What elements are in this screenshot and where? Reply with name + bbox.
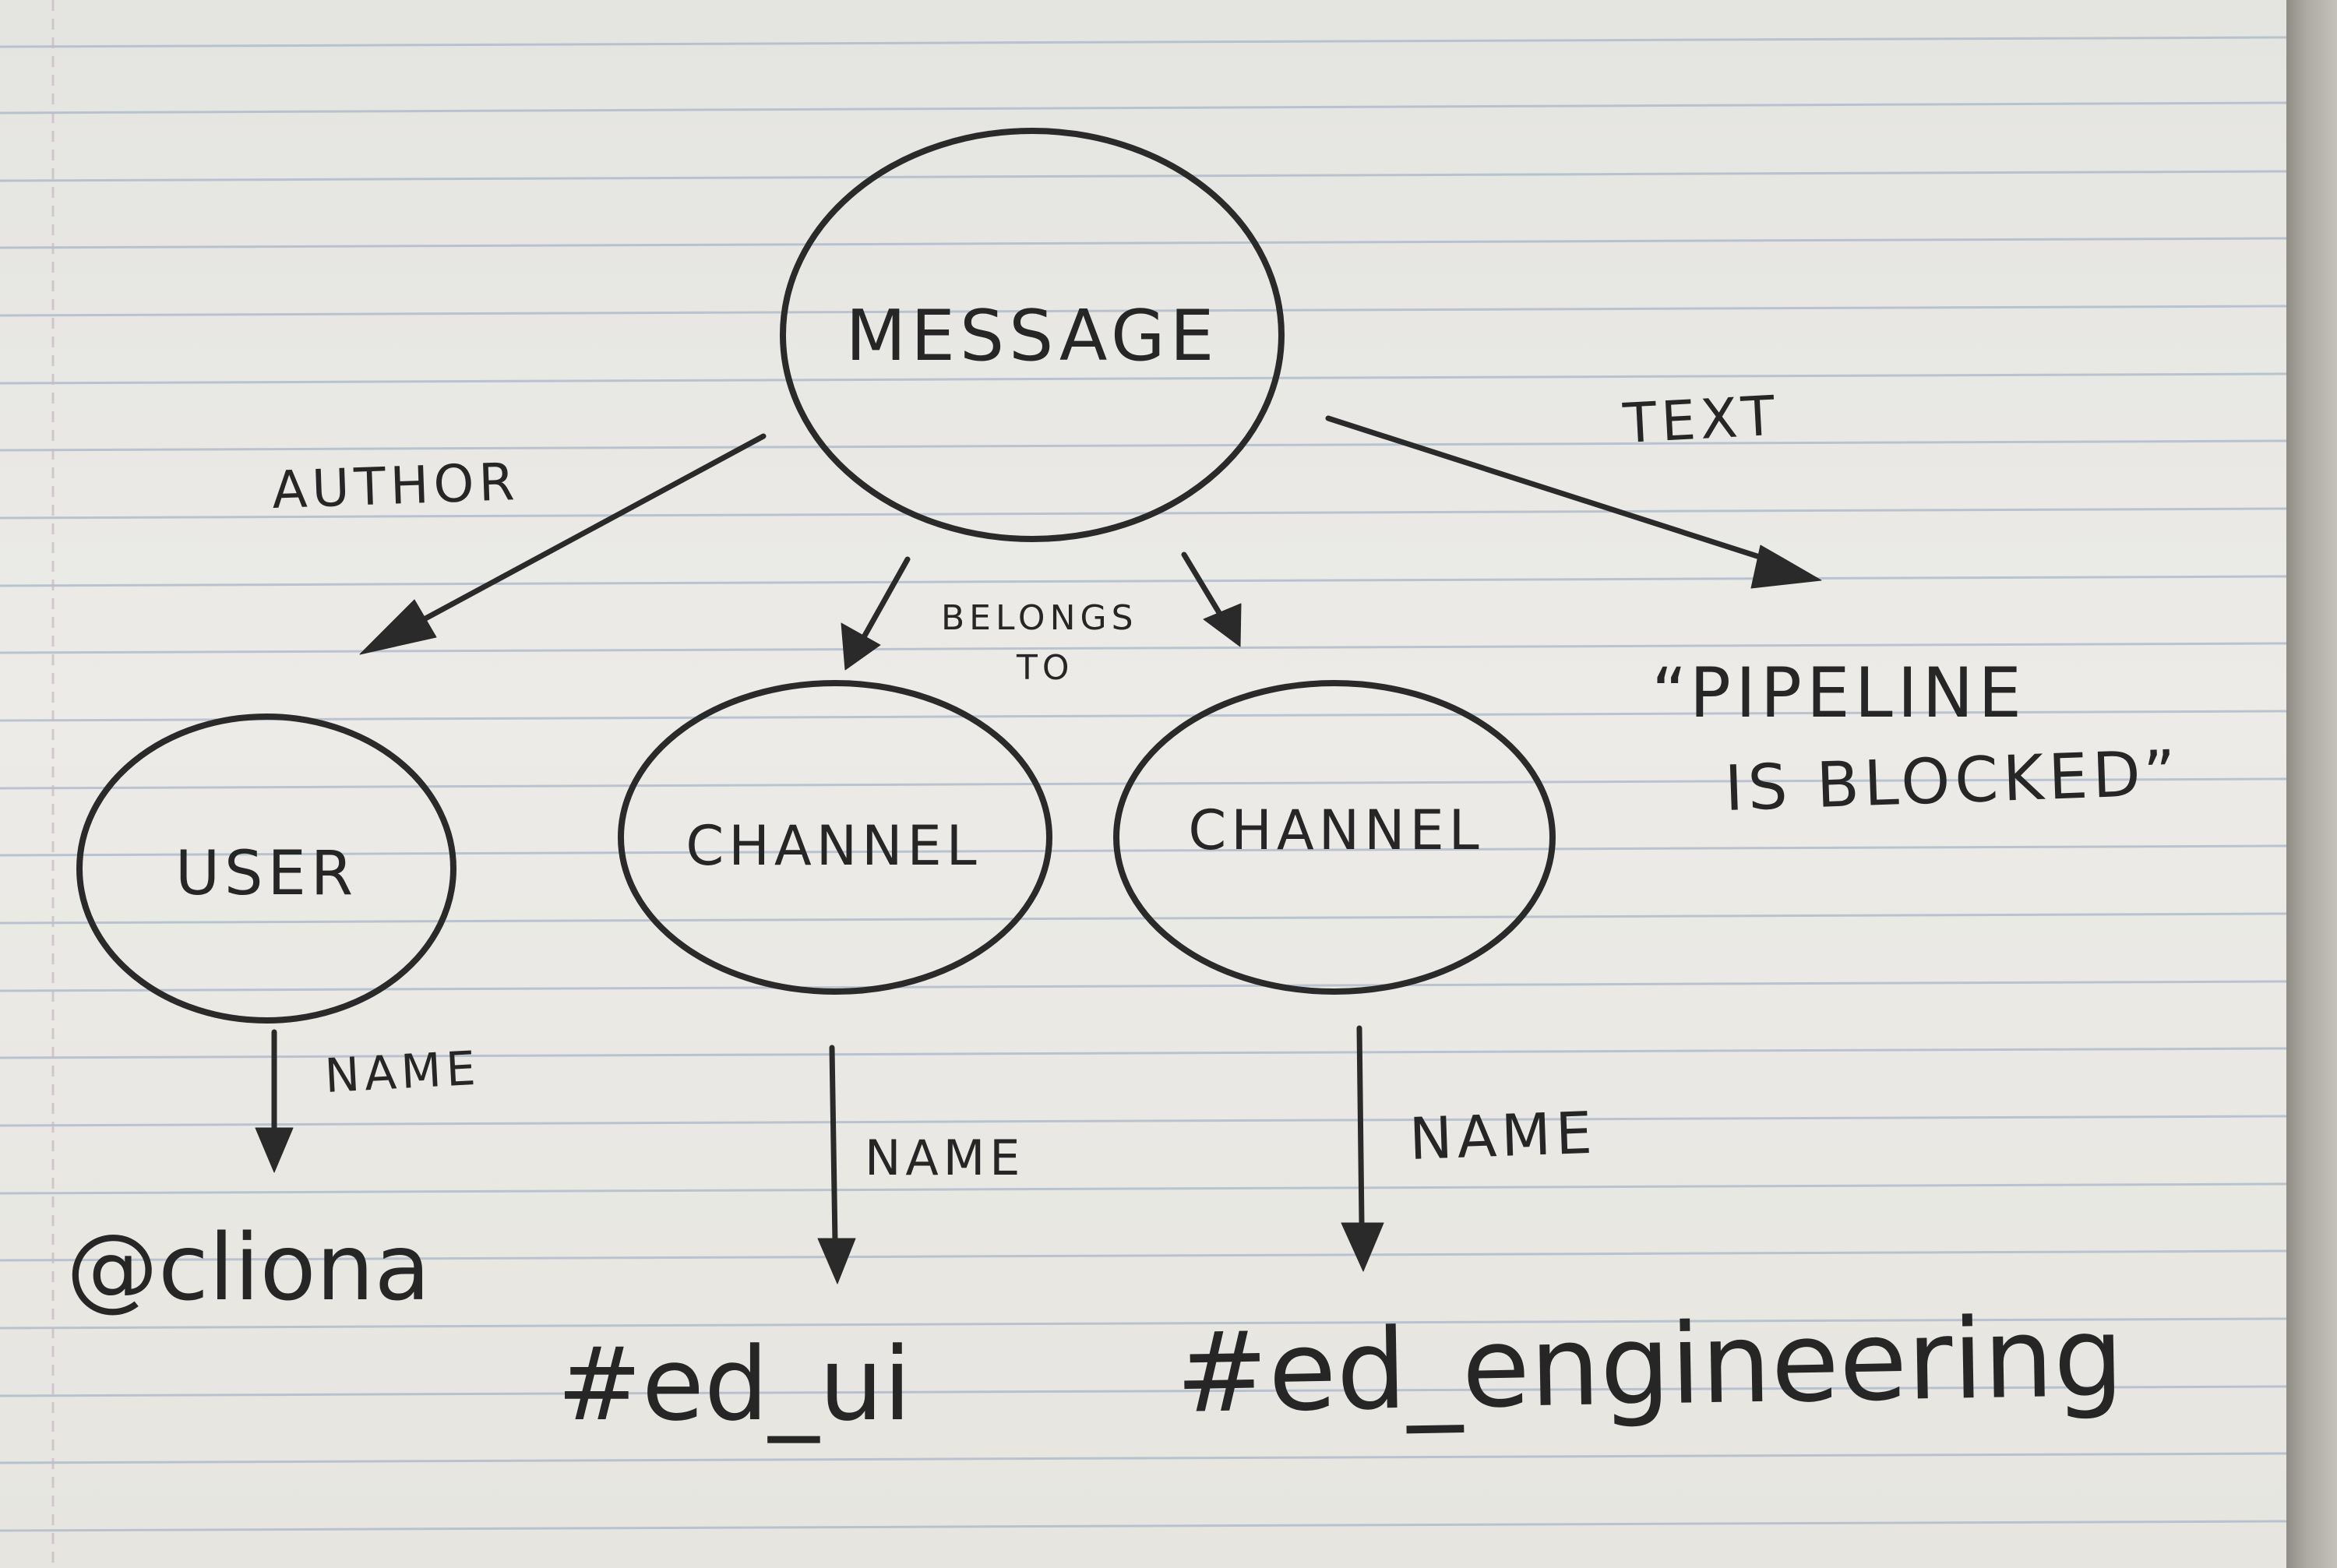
message-node-label: MESSAGE	[845, 295, 1218, 377]
belongs-to-right-arrowhead	[1203, 603, 1242, 647]
channel-right-node-label: CHANNEL	[1188, 798, 1483, 862]
channel-right-name-arrowhead	[1341, 1222, 1384, 1272]
channel-left-node	[618, 680, 1052, 995]
channel-right-handle: #ed_engineering	[1175, 1293, 2125, 1438]
channel-right-node	[1113, 680, 1556, 995]
channel-left-name-arrowhead	[817, 1238, 856, 1284]
text-arrowhead	[1750, 544, 1822, 589]
author-edge	[385, 433, 767, 642]
belongs-to-left-arrowhead	[841, 622, 881, 671]
ruled-lines	[0, 36, 2286, 1532]
channel-right-name-edge-label: NAME	[1408, 1100, 1598, 1173]
channel-left-handle: #ed_ui	[557, 1325, 911, 1443]
user-name-edge-label: NAME	[323, 1041, 481, 1104]
channel-left-node-label: CHANNEL	[686, 814, 981, 878]
message-node	[780, 128, 1285, 542]
user-node-label: USER	[175, 839, 358, 909]
user-name-arrowhead	[255, 1127, 294, 1173]
page-edge	[2286, 0, 2337, 1568]
author-edge-label: AUTHOR	[271, 452, 520, 520]
text-edge-label: TEXT	[1621, 384, 1781, 456]
user-node	[76, 714, 456, 1024]
belongs-to-left-edge	[858, 556, 911, 646]
text-value-line1: “PIPELINE	[1651, 653, 2026, 733]
belongs-edge-label: BELONGS	[941, 598, 1138, 638]
notebook-page: MESSAGE USER CHANNEL CHANNEL AUTHOR BELO…	[0, 0, 2286, 1568]
belongs-to-right-edge	[1181, 551, 1226, 622]
text-value-line2: IS BLOCKED”	[1723, 737, 2181, 825]
text-edge	[1325, 415, 1787, 568]
diagram-canvas: MESSAGE USER CHANNEL CHANNEL AUTHOR BELO…	[0, 0, 2286, 1568]
user-handle: @cliona	[66, 1214, 431, 1321]
to-edge-label: TO	[1016, 648, 1074, 688]
channel-left-name-edge	[829, 1045, 838, 1246]
author-arrowhead	[359, 599, 437, 655]
channel-right-name-edge	[1356, 1025, 1365, 1226]
channel-left-name-edge-label: NAME	[865, 1129, 1024, 1186]
